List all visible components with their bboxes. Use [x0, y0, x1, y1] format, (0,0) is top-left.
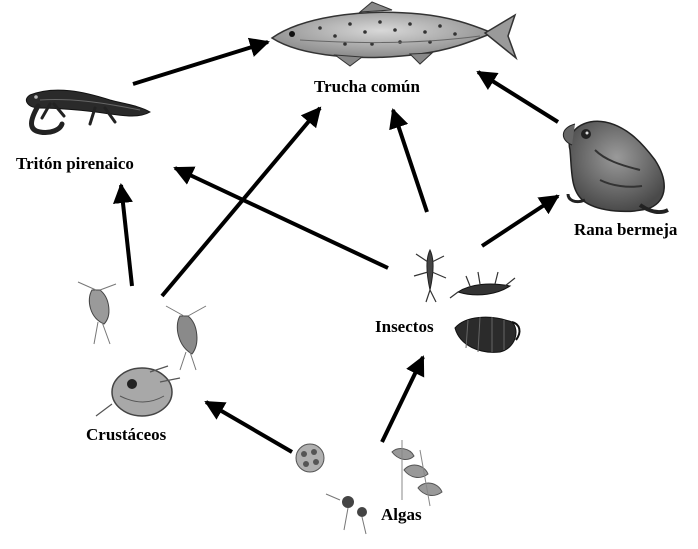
arrow-insectos-to-trucha: [393, 110, 427, 212]
arrows-layer: [121, 42, 558, 452]
arrow-rana-to-trucha: [478, 72, 558, 122]
crustaceans-icon: [78, 282, 206, 416]
arrow-crustaceos-to-trucha: [162, 108, 320, 296]
frog-icon: [563, 121, 668, 212]
arrow-insectos-to-triton: [175, 168, 388, 268]
label-algas: Algas: [381, 506, 422, 523]
arrow-crustaceos-to-triton: [121, 185, 132, 286]
arrow-triton-to-trucha: [133, 42, 268, 84]
label-rana: Rana bermeja: [574, 221, 677, 238]
label-insectos: Insectos: [375, 318, 434, 335]
label-trucha: Trucha común: [314, 78, 420, 95]
insect-larvae-icon: [414, 250, 519, 352]
arrow-insectos-to-rana: [482, 196, 558, 246]
newt-icon: [26, 90, 150, 132]
label-triton: Tritón pirenaico: [16, 155, 134, 172]
arrow-algas-to-insectos: [382, 357, 423, 442]
label-crustaceos: Crustáceos: [86, 426, 166, 443]
arrow-algas-to-crustaceos: [206, 402, 292, 452]
trout-icon: [272, 2, 516, 66]
